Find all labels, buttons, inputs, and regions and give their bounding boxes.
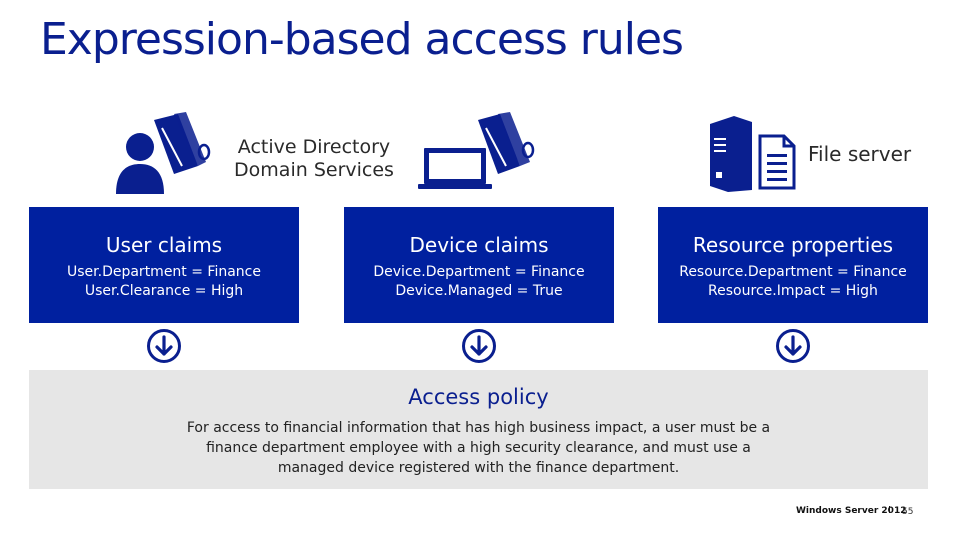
file-server-icon bbox=[710, 116, 796, 192]
arrow-down-circle-icon bbox=[147, 329, 181, 363]
arrow-down-circle-icon bbox=[776, 329, 810, 363]
file-server-label: File server bbox=[808, 142, 912, 166]
arrow-down-circle-icon bbox=[462, 329, 496, 363]
claim-line: User.Clearance = High bbox=[84, 283, 244, 299]
page-title: Expression-based access rules bbox=[40, 14, 684, 65]
claim-line: Device.Department = Finance bbox=[373, 264, 585, 280]
footer-separator: I bbox=[888, 505, 891, 516]
laptop-directory-icon bbox=[418, 112, 535, 189]
user-claims-box: User claims User.Department = Finance Us… bbox=[29, 207, 299, 323]
resource-properties-box: Resource properties Resource.Department … bbox=[658, 207, 928, 323]
claim-line: Device.Managed = True bbox=[395, 283, 563, 299]
page-number: 55 bbox=[902, 507, 914, 517]
claim-title: Device claims bbox=[409, 233, 549, 257]
claim-line: Resource.Department = Finance bbox=[679, 264, 907, 280]
claim-title: User claims bbox=[105, 233, 223, 257]
claim-line: Resource.Impact = High bbox=[708, 283, 878, 299]
device-claims-box: Device claims Device.Department = Financ… bbox=[344, 207, 614, 323]
ad-label: Active Directory Domain Services bbox=[234, 136, 394, 181]
claim-title: Resource properties bbox=[692, 233, 894, 257]
policy-title: Access policy bbox=[408, 385, 549, 409]
access-policy-panel: Access policy For access to financial in… bbox=[29, 370, 928, 489]
claim-line: User.Department = Finance bbox=[67, 264, 261, 280]
brand-logo-text: Windows Server 2012 bbox=[796, 506, 907, 516]
policy-text: For access to financial information that… bbox=[186, 420, 771, 476]
user-directory-icon bbox=[116, 112, 211, 194]
